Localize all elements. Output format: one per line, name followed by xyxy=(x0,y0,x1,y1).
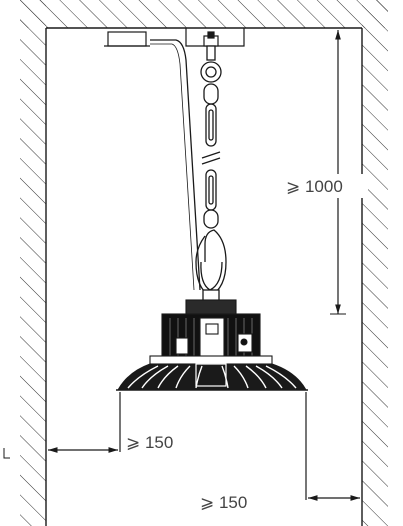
left-wall-clearance-label: ⩾ 150 xyxy=(126,433,173,452)
right-wall-clearance-label: ⩾ 150 xyxy=(200,493,247,512)
heatsink-plate xyxy=(149,355,273,365)
chain-link xyxy=(205,103,217,147)
connector-left xyxy=(175,337,189,355)
edge-mark xyxy=(3,448,10,459)
ceiling-hatch xyxy=(20,0,388,28)
left-wall-hatch xyxy=(20,0,46,526)
eye-bolt-ring xyxy=(200,61,222,83)
ceiling-junction-box xyxy=(104,31,150,47)
room-interior xyxy=(46,28,362,526)
clearance-zone xyxy=(119,392,307,500)
heatsink-fin-gaps xyxy=(127,365,297,389)
dimension-right-wall-clearance: ⩾ 150 xyxy=(200,493,360,512)
ceiling-clearance-label: ⩾ 1000 xyxy=(286,177,343,196)
eye-bolt-shank xyxy=(206,45,216,61)
wall-frame xyxy=(20,0,388,526)
power-cable-outer xyxy=(150,43,195,291)
carabiner-hook xyxy=(195,229,227,297)
dimension-left-wall-clearance: ⩾ 150 xyxy=(48,433,173,453)
chain-assembly xyxy=(195,45,227,305)
led-high-bay-fixture xyxy=(116,299,308,391)
right-wall-hatch xyxy=(362,0,388,526)
hanger-bracket xyxy=(195,363,227,387)
dimension-ceiling-clearance: ⩾ 1000 xyxy=(284,30,368,315)
power-cable xyxy=(150,39,201,291)
chain-break-mark xyxy=(201,151,221,165)
chain-link xyxy=(203,209,219,229)
